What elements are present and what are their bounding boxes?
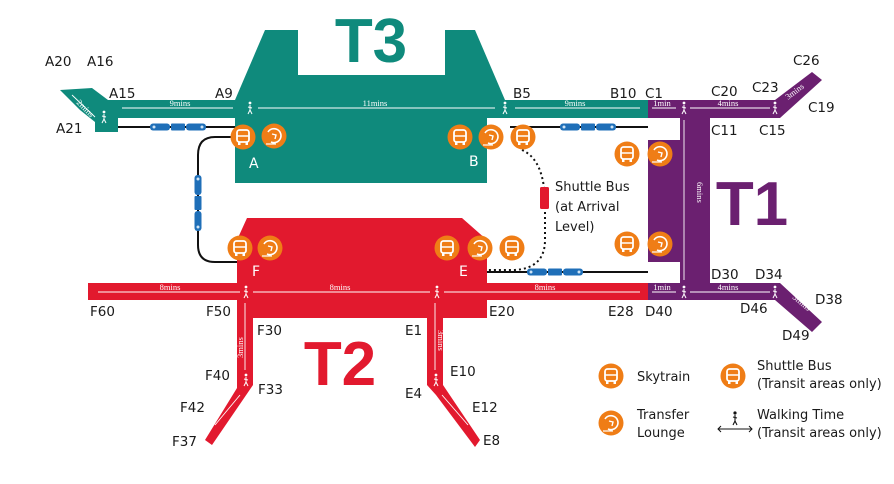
gate-c20: C20: [711, 84, 738, 100]
walk-time-c-link: 1min: [653, 98, 671, 108]
terminal-3: T3 9mins 11mins 9mins 2mins A B: [60, 7, 650, 183]
gate-f30: F30: [257, 323, 282, 339]
gate-c1: C1: [645, 86, 663, 102]
gate-c26: C26: [793, 53, 820, 69]
skytrain-icon: [613, 230, 641, 258]
skytrain-af-icon: [194, 175, 202, 231]
gate-f42: F42: [180, 400, 205, 416]
skytrain-icon: [613, 140, 641, 168]
gate-f60: F60: [90, 304, 115, 320]
gate-b10: B10: [610, 86, 636, 102]
legend-lounge-label-2: Lounge: [637, 426, 685, 441]
t2-building: [88, 218, 648, 447]
t2-label: T2: [304, 330, 376, 399]
walk-time-t1-vertical: 6mins: [695, 182, 705, 203]
legend-shuttle-note: (Transit areas only): [757, 377, 882, 392]
skytrain-icon: [226, 234, 254, 262]
skytrain-ed-icon: [527, 268, 583, 276]
gate-f50: F50: [206, 304, 231, 320]
walk-time-c-corridor: 4mins: [718, 98, 739, 108]
pier-d: D: [655, 268, 666, 284]
walk-time-t3-main: 11mins: [363, 98, 388, 108]
gate-e28: E28: [608, 304, 634, 320]
gate-d34: D34: [755, 267, 783, 283]
terminal-1: T1 1min 4mins 3mins 6mins 1min 4mins 3mi…: [648, 72, 822, 332]
pier-f: F: [252, 264, 260, 280]
gate-labels: A20 A16 A15 A9 A21 B5 B10 C1 C20 C23 C26…: [45, 53, 843, 450]
terminal-2: T2 8mins 8mins 8mins 3mins 3mins 4mins 4…: [88, 218, 648, 447]
legend-skytrain-label: Skytrain: [637, 370, 690, 385]
t1-building: [648, 72, 822, 332]
skytrain-lines: Shuttle Bus (at Arrival Level): [118, 123, 648, 276]
gate-e20: E20: [489, 304, 515, 320]
gate-d38: D38: [815, 292, 843, 308]
gate-e4: E4: [405, 386, 422, 402]
skytrain-icon: [229, 123, 257, 151]
gate-a15: A15: [109, 86, 135, 102]
pier-c: C: [655, 123, 665, 139]
shuttle-bus-route: [487, 149, 546, 271]
gate-e10: E10: [450, 364, 476, 380]
walk-time-e-corridor: 8mins: [535, 282, 556, 292]
walk-time-f-vertical: 3mins: [235, 337, 245, 358]
legend-shuttle-bus-icon: [719, 362, 747, 390]
transfer-lounge-icon: [477, 123, 505, 151]
legend-walking-note: (Transit areas only): [757, 426, 882, 441]
legend-transfer-lounge-icon: [597, 409, 625, 437]
skytrain-a-icon: [150, 123, 206, 131]
gate-d40: D40: [645, 304, 673, 320]
walk-time-b-corridor: 9mins: [565, 98, 586, 108]
gate-a16: A16: [87, 54, 113, 70]
pier-b: B: [469, 154, 479, 170]
gate-e8: E8: [483, 433, 500, 449]
walk-time-d-corridor: 4mins: [718, 282, 739, 292]
skytrain-icon: [446, 123, 474, 151]
transfer-lounge-icon: [256, 234, 284, 262]
shuttle-note-3: Level): [555, 220, 594, 235]
pier-e: E: [459, 264, 468, 280]
gate-d30: D30: [711, 267, 739, 283]
legend-walking-label: Walking Time: [757, 408, 844, 423]
legend: Skytrain Shuttle Bus (Transit areas only…: [597, 359, 882, 441]
walk-time-t2-main: 8mins: [330, 282, 351, 292]
shuttle-note-2: (at Arrival: [555, 200, 620, 215]
gate-c19: C19: [808, 100, 835, 116]
gate-d46: D46: [740, 301, 768, 317]
t3-label: T3: [335, 7, 407, 76]
skytrain-bc-icon: [560, 123, 616, 131]
legend-shuttle-label: Shuttle Bus: [757, 359, 832, 374]
gate-c23: C23: [752, 80, 779, 96]
gate-f37: F37: [172, 434, 197, 450]
transfer-lounge-icon: [260, 122, 288, 150]
pier-a: A: [249, 156, 259, 172]
transfer-lounge-icon: [466, 234, 494, 262]
walk-time-f-corridor: 8mins: [160, 282, 181, 292]
legend-skytrain-icon: [597, 362, 625, 390]
gate-c15: C15: [759, 123, 786, 139]
gate-b5: B5: [513, 86, 531, 102]
walk-time-d-link: 1min: [653, 282, 671, 292]
transfer-lounge-icon: [646, 230, 674, 258]
shuttle-bus-icon: [498, 234, 526, 262]
gate-d49: D49: [782, 328, 810, 344]
legend-lounge-label-1: Transfer: [636, 408, 690, 423]
walk-time-a-corridor: 9mins: [170, 98, 191, 108]
legend-walking-icon: [717, 411, 753, 433]
gate-f33: F33: [258, 382, 283, 398]
t3-building: [60, 30, 650, 183]
walk-time-e-vertical: 3mins: [436, 330, 446, 351]
shuttle-note-1: Shuttle Bus: [555, 180, 630, 195]
shuttle-bus-icon: [509, 123, 537, 151]
gate-e12: E12: [472, 400, 498, 416]
transfer-lounge-icon: [646, 140, 674, 168]
gate-c11: C11: [711, 123, 738, 139]
gate-a20: A20: [45, 54, 71, 70]
gate-f40: F40: [205, 368, 230, 384]
t1-label: T1: [716, 170, 788, 239]
gate-a21: A21: [56, 121, 82, 137]
skytrain-icon: [433, 234, 461, 262]
shuttle-bus-marker: [540, 187, 549, 209]
gate-a9: A9: [215, 86, 233, 102]
gate-e1: E1: [405, 323, 422, 339]
